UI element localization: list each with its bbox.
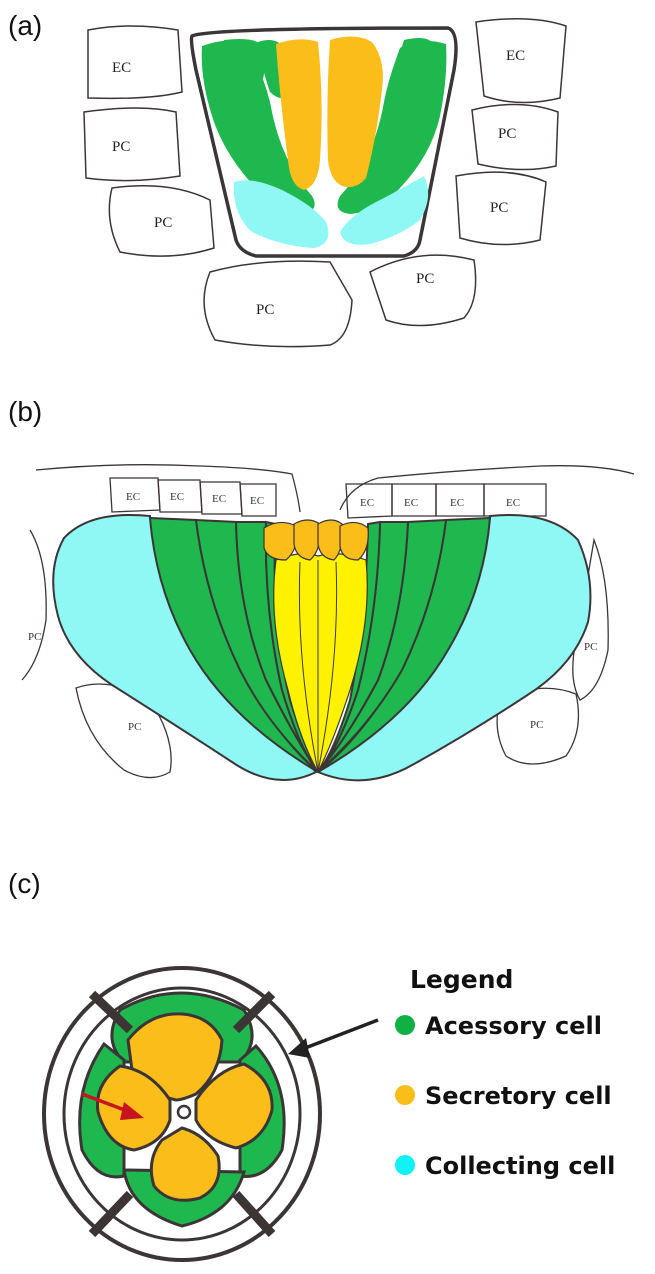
black-arrow-line [300, 1020, 378, 1050]
legend-label-collecting: Collecting cell [425, 1152, 615, 1180]
secretory-cell [318, 520, 342, 560]
legend-swatch-accessory [395, 1015, 415, 1035]
pc-cell [22, 530, 46, 680]
ec-label: EC [360, 497, 374, 509]
legend-label-accessory: Acessory cell [425, 1012, 602, 1040]
pc-label: PC [154, 215, 172, 231]
legend: Legend Acessory cell Secretory cell Coll… [395, 965, 615, 1180]
pc-label: PC [112, 139, 130, 155]
ec-label: EC [450, 497, 464, 509]
ec-label: EC [404, 497, 418, 509]
legend-label-secretory: Secretory cell [425, 1082, 612, 1110]
ec-label: EC [506, 497, 520, 509]
cell-outline [370, 255, 476, 325]
ec-label: EC [212, 493, 226, 505]
pc-label: PC [530, 719, 543, 731]
pc-label: PC [584, 641, 597, 653]
duct-pore [178, 1106, 190, 1118]
ec-label: EC [506, 48, 525, 64]
epithelium-line [340, 466, 634, 510]
panel-a-gland [192, 28, 457, 256]
panel-b-gland [53, 515, 590, 780]
secretory-cell [294, 520, 320, 560]
pc-label: PC [498, 126, 516, 142]
ec-label: EC [112, 60, 131, 76]
pc-label: PC [256, 302, 274, 318]
pc-label: PC [416, 271, 434, 287]
cell-outline [88, 26, 182, 98]
secretory-cell [264, 522, 297, 560]
cell-outline [204, 261, 352, 347]
ec-label: EC [250, 495, 264, 507]
cell-outline [84, 108, 180, 181]
legend-swatch-collecting [395, 1155, 415, 1175]
pc-label: PC [128, 721, 141, 733]
ec-label: EC [170, 491, 184, 503]
legend-swatch-secretory [395, 1085, 415, 1105]
secretory-cell [340, 522, 368, 560]
pc-label: PC [28, 631, 41, 643]
ec-label: EC [126, 491, 140, 503]
pc-label: PC [490, 200, 508, 216]
legend-title: Legend [410, 965, 513, 994]
panel-c-gland [44, 968, 378, 1260]
